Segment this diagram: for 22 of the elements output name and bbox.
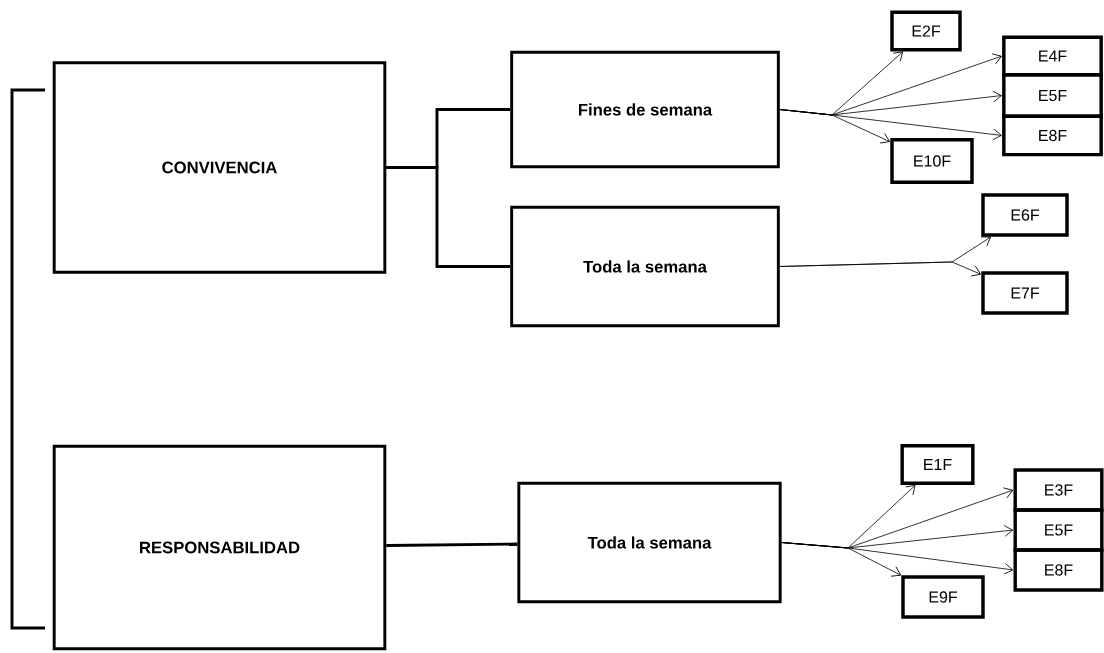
category-box: RESPONSABILIDAD xyxy=(52,444,387,651)
code-box: E5F xyxy=(1013,508,1104,552)
arrow xyxy=(781,542,902,577)
category-box: CONVIVENCIA xyxy=(52,61,387,274)
frequency-box: Toda la semana xyxy=(510,205,780,328)
code-box: E8F xyxy=(1002,114,1103,157)
connector xyxy=(386,542,518,548)
frequency-box: Fines de semana xyxy=(510,50,780,169)
code-box: E6F xyxy=(981,193,1069,237)
connector xyxy=(386,166,511,268)
code-box: E2F xyxy=(890,10,962,52)
code-box: E10F xyxy=(890,137,974,185)
code-box: E1F xyxy=(900,444,975,485)
arrow xyxy=(779,109,890,144)
code-box: E8F xyxy=(1013,548,1104,592)
code-box: E5F xyxy=(1002,73,1103,118)
frequency-box: Toda la semana xyxy=(517,481,782,604)
arrow xyxy=(779,261,981,277)
code-box: E4F xyxy=(1002,35,1103,77)
code-box: E3F xyxy=(1013,468,1104,512)
code-box: E7F xyxy=(981,271,1069,315)
code-box: E9F xyxy=(901,575,985,619)
